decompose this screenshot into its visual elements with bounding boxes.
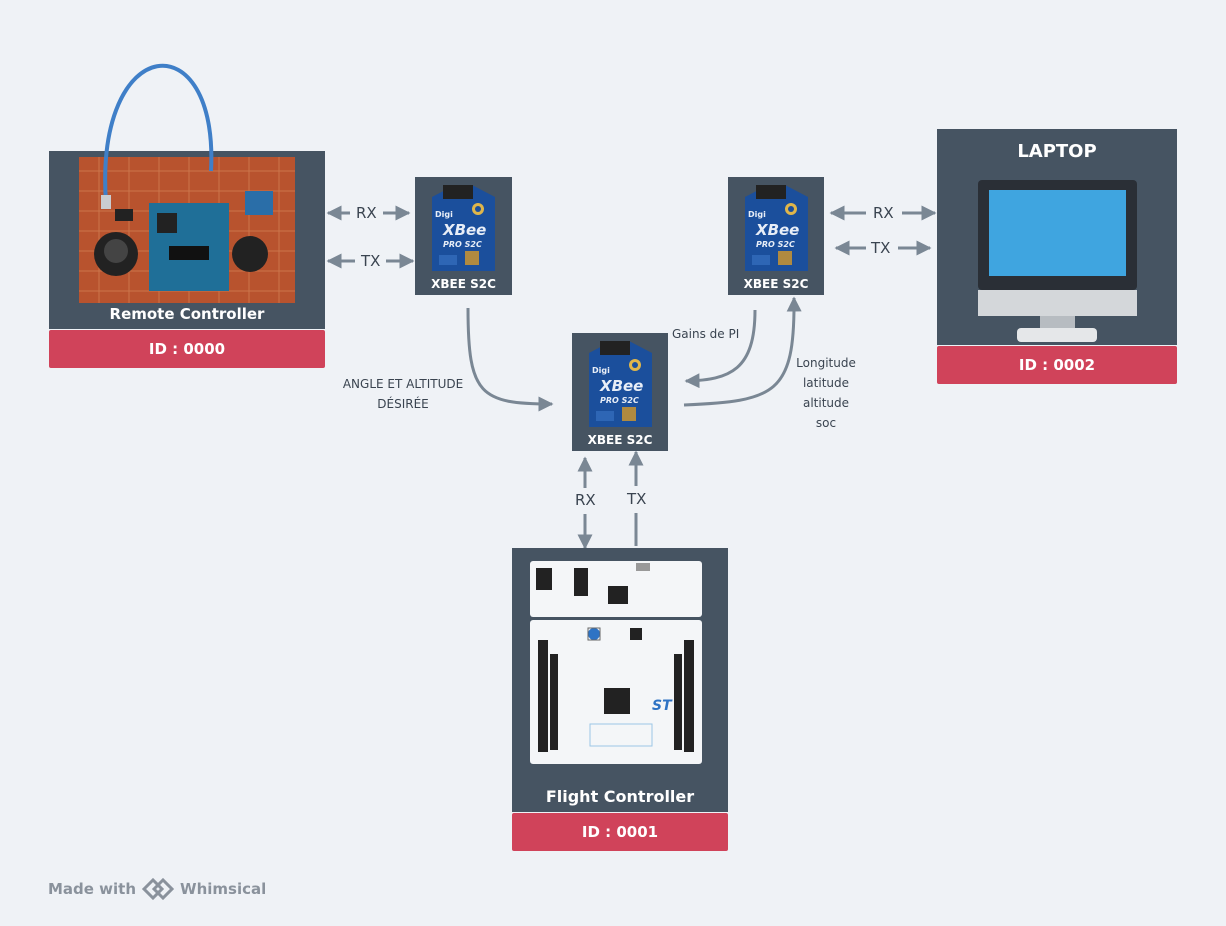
xbee-node-right: Digi XBee PRO S2C XBEE S2C [728, 177, 824, 295]
flight-tx-label: TX [627, 490, 647, 508]
remote-controller-photo [79, 157, 295, 303]
made-with-footer[interactable]: Made with Whimsical [48, 878, 266, 900]
id-badge: ID : 0000 [49, 330, 325, 368]
xbee-brand: Digi [435, 210, 453, 219]
xbee-model: XBee [442, 221, 486, 239]
xbee-brand: Digi [748, 210, 766, 219]
footer-brand: Whimsical [180, 880, 267, 898]
flight-rx-label: RX [575, 491, 596, 509]
laptop-node: LAPTOP [937, 129, 1177, 345]
xbee-brand: Digi [592, 366, 610, 375]
node-title: LAPTOP [1017, 141, 1097, 162]
remote-rx-label: RX [356, 204, 377, 222]
xbee-variant: PRO S2C [600, 396, 639, 405]
telemetry-altitude: altitude [802, 396, 850, 410]
arrow-gains [684, 309, 757, 389]
angle-altitude-line2: DÉSIRÉE [377, 397, 429, 411]
whimsical-logo-icon [142, 878, 175, 900]
xbee-node-left: Digi XBee PRO S2C XBEE S2C [415, 177, 512, 295]
xbee-module-image: Digi XBee PRO S2C [745, 185, 808, 271]
xbee-module-image: Digi XBee PRO S2C [432, 185, 495, 271]
arrow-telemetry [683, 296, 802, 407]
gains-label: Gains de PI [672, 327, 740, 341]
angle-altitude-label: ANGLE ET ALTITUDE DÉSIRÉE [330, 374, 476, 414]
xbee-variant: PRO S2C [756, 240, 795, 249]
laptop-tx-label: TX [871, 239, 891, 257]
node-title: XBEE S2C [743, 277, 809, 291]
flight-controller-board: ST [530, 561, 702, 764]
flight-controller-node: ST Flight Controller [512, 548, 728, 812]
node-title: XBEE S2C [431, 277, 496, 291]
monitor-icon [978, 180, 1137, 342]
usb-cable [101, 63, 214, 209]
xbee-model: XBee [755, 221, 799, 239]
remote-controller-node: Remote Controller [49, 63, 325, 329]
telemetry-longitude: Longitude [796, 356, 856, 370]
laptop-rx-label: RX [873, 204, 894, 222]
xbee-module-image: Digi XBee PRO S2C [589, 341, 652, 427]
xbee-node-center: Digi XBee PRO S2C XBEE S2C [572, 333, 668, 451]
telemetry-latitude: latitude [802, 376, 850, 390]
angle-altitude-line1: ANGLE ET ALTITUDE [342, 377, 464, 391]
xbee-variant: PRO S2C [443, 240, 482, 249]
st-logo: ST [652, 698, 673, 714]
telemetry-soc: soc [815, 416, 837, 430]
node-title: Flight Controller [545, 787, 695, 806]
id-badge: ID : 0001 [512, 813, 728, 851]
node-title: XBEE S2C [587, 433, 653, 447]
remote-tx-label: TX [361, 252, 381, 270]
telemetry-label: Longitude latitude altitude soc [784, 353, 868, 433]
arrow-angle-altitude [466, 307, 554, 412]
node-title: Remote Controller [109, 305, 265, 323]
xbee-model: XBee [599, 377, 643, 395]
footer-prefix: Made with [48, 880, 137, 898]
id-badge: ID : 0002 [937, 346, 1177, 384]
